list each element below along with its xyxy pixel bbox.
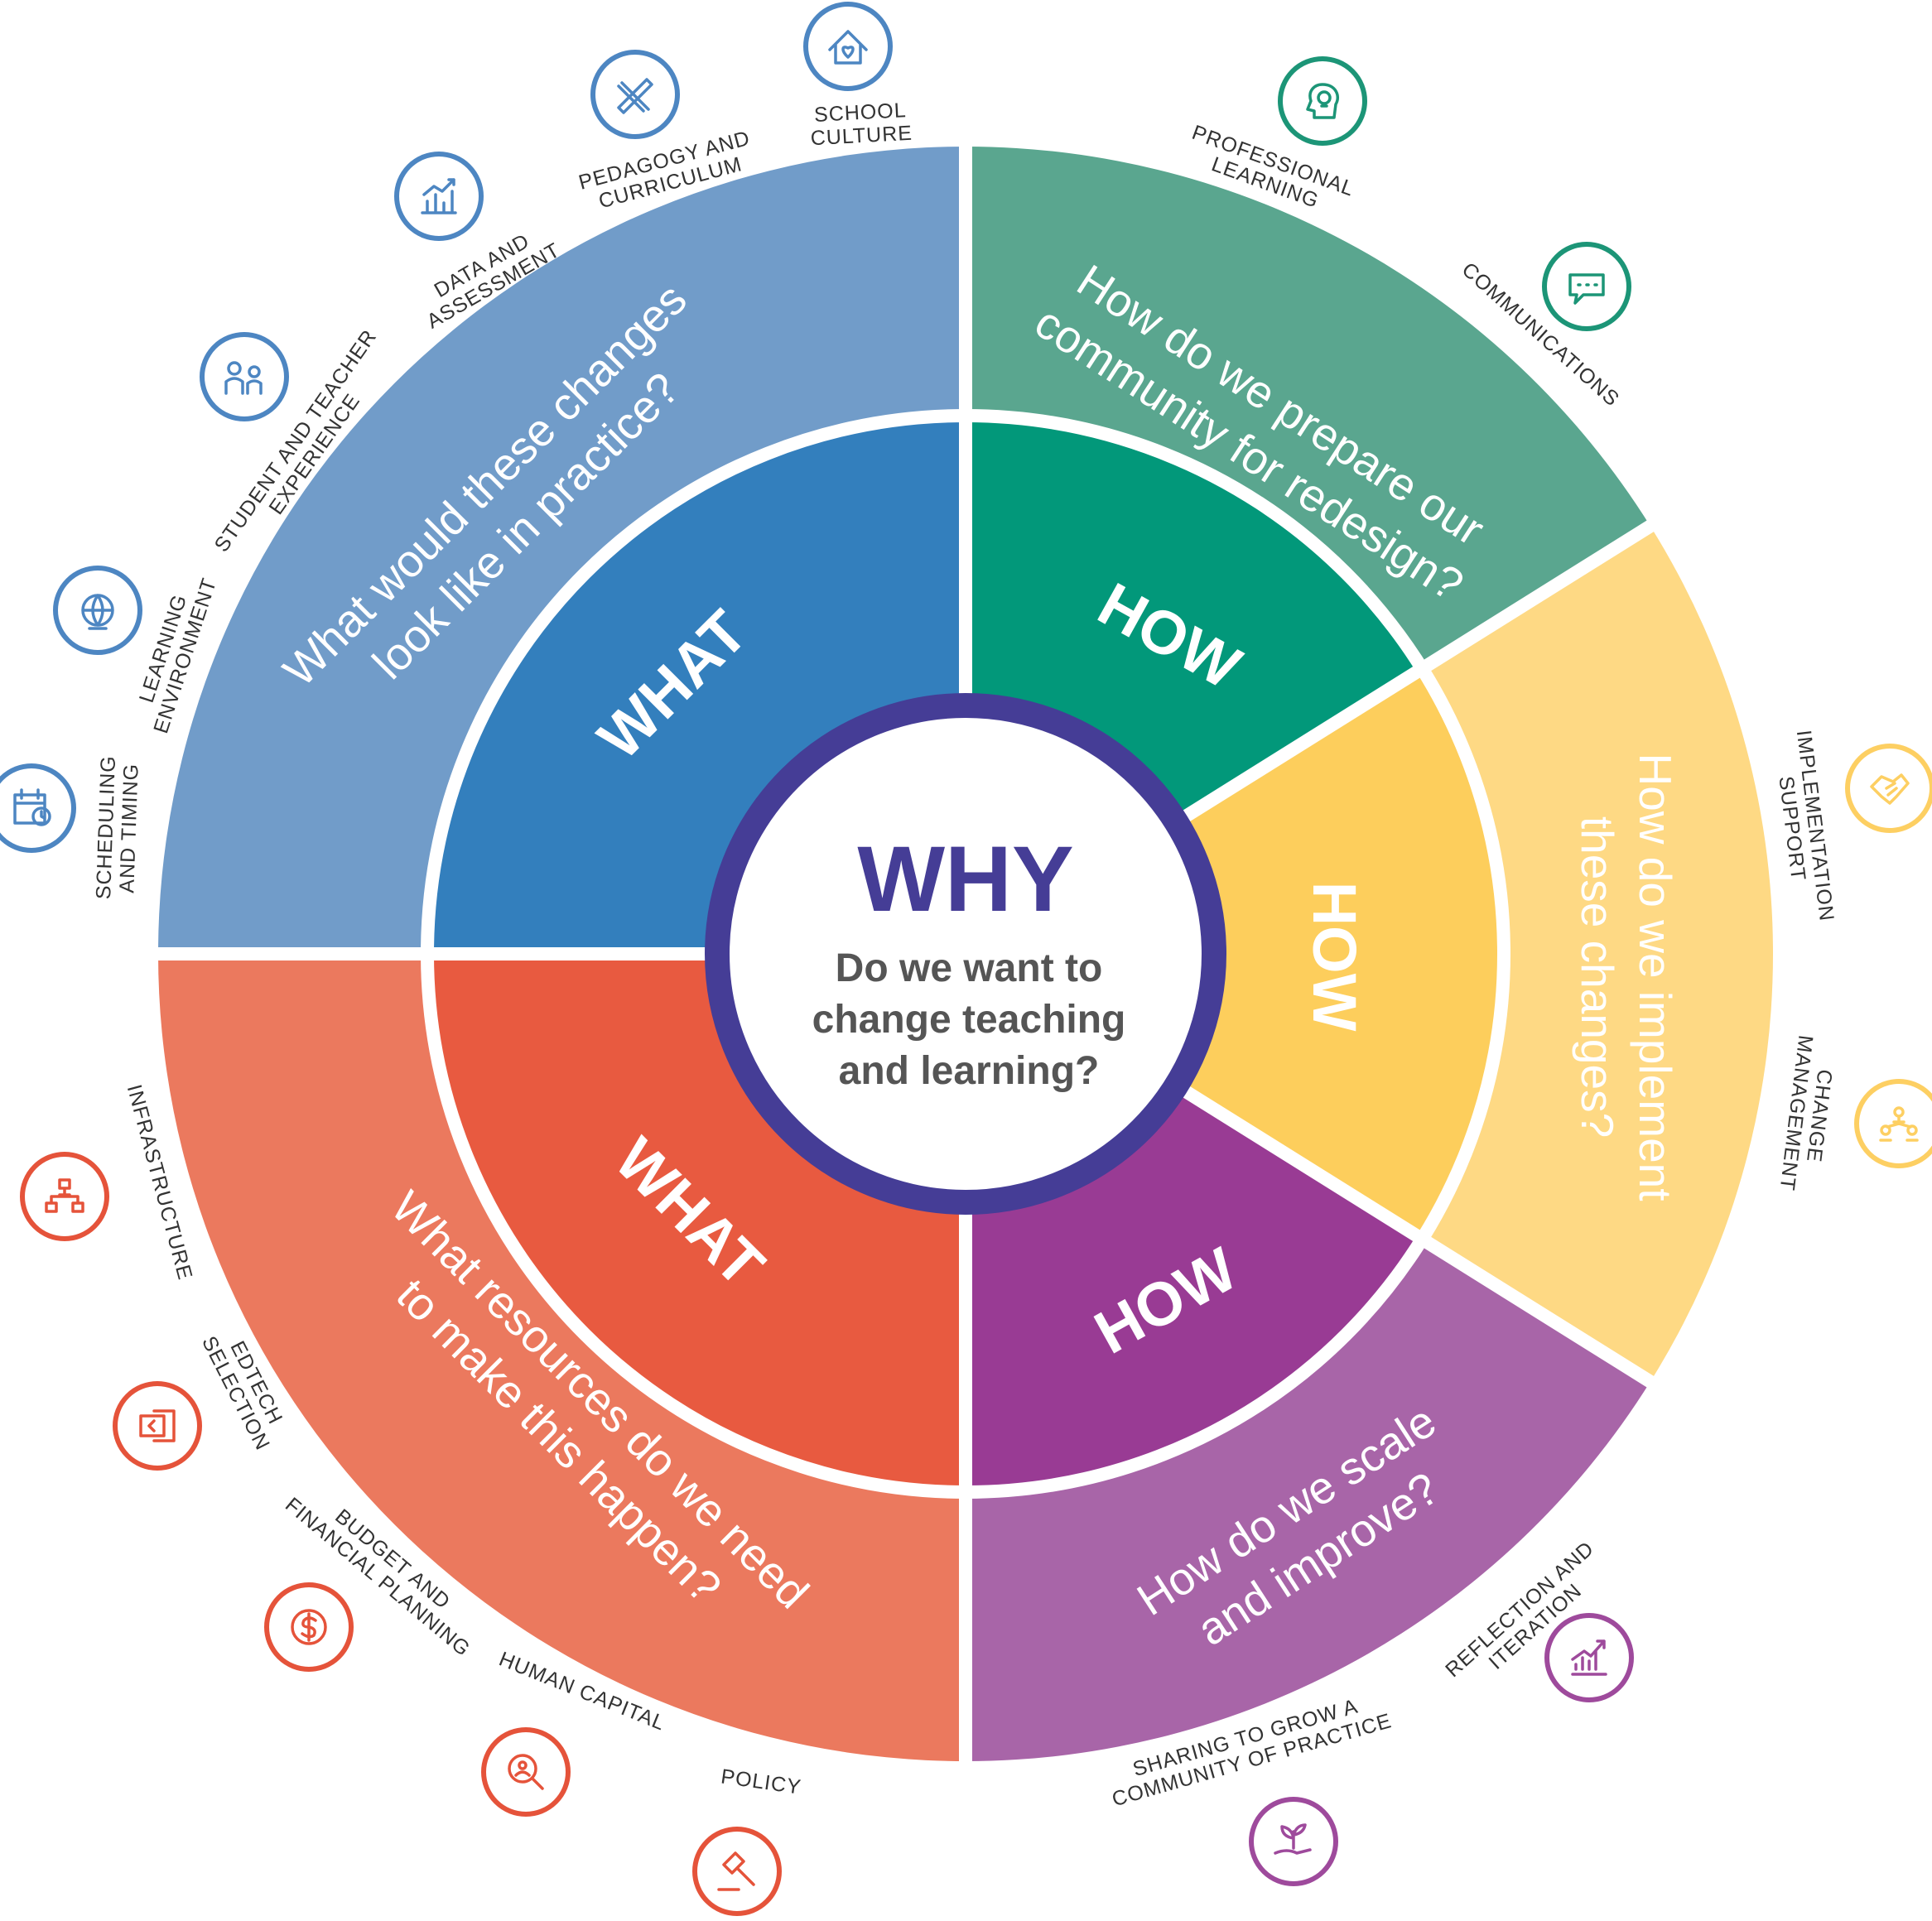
chat-bubble-icon	[1568, 273, 1605, 305]
outer-question-how-implement-line-1: How do we implement	[1630, 753, 1681, 1201]
sector-divider	[1173, 1080, 1657, 1389]
center-circle	[705, 693, 1226, 1215]
growth-chart-icon	[1571, 1639, 1607, 1676]
calendar-clock-icon	[13, 788, 51, 826]
implementation-support-icon-ring	[1845, 744, 1932, 833]
policy-caption-line: POLICY	[720, 1765, 803, 1798]
sharing-community-topic	[1249, 1797, 1338, 1886]
sector-divider	[1173, 518, 1657, 828]
pedagogy-curriculum-topic	[590, 50, 680, 139]
inner-label-how-implement: HOW	[1300, 882, 1369, 1032]
policy-caption: POLICY	[720, 1765, 803, 1798]
data-assessment-topic	[394, 152, 484, 241]
why-subtitle-line-1: Do we want to	[836, 946, 1103, 990]
magnifier-person-icon	[508, 1754, 544, 1790]
globe-icon	[81, 594, 114, 630]
why-subtitle-line-2: change teaching	[812, 998, 1126, 1042]
policy-topic	[692, 1827, 782, 1916]
reflection-iteration-icon-ring	[1544, 1613, 1634, 1702]
gavel-icon	[717, 1851, 755, 1891]
scheduling-timing-topic	[0, 763, 76, 853]
professional-learning-icon-ring	[1278, 56, 1367, 146]
scheduling-timing-caption-line: SCHEDULING	[92, 755, 120, 900]
school-culture-caption-line: SCHOOL	[813, 99, 907, 127]
professional-learning-topic	[1278, 56, 1367, 146]
school-culture-topic	[803, 2, 893, 91]
dollar-icon	[291, 1609, 327, 1645]
communications-icon-ring	[1542, 242, 1631, 331]
school-culture-caption-line: CULTURE	[810, 122, 913, 150]
inner-sector-how-implement	[1176, 668, 1504, 1240]
outer-sector-what-top	[158, 147, 966, 954]
school-culture-icon-ring	[803, 2, 893, 91]
scheduling-timing-caption-line: AND TIMING	[115, 763, 142, 893]
student-teacher-experience-topic	[200, 332, 289, 421]
communications-topic	[1542, 242, 1631, 331]
infrastructure-topic	[20, 1152, 109, 1241]
pencil-ruler-icon	[617, 78, 653, 114]
human-capital-topic	[481, 1727, 571, 1817]
devices-icon	[139, 1409, 176, 1442]
network-people-icon	[1879, 1106, 1919, 1142]
lightbulb-head-icon	[1306, 83, 1340, 119]
plant-hand-icon	[1274, 1823, 1312, 1855]
bar-chart-icon	[421, 178, 457, 214]
learning-environment-topic	[53, 566, 142, 655]
policy-icon-ring	[692, 1827, 782, 1916]
outer-question-how-implement-line-2: these changes?	[1572, 816, 1623, 1138]
data-assessment-icon-ring	[394, 152, 484, 241]
outer-sector-what-resources	[158, 954, 966, 1761]
budget-financial-topic	[264, 1582, 354, 1672]
change-management-topic	[1854, 1079, 1932, 1168]
edtech-selection-icon-ring	[113, 1381, 202, 1471]
why-title: WHY	[857, 827, 1073, 931]
outer-sector-how-scale	[966, 1239, 1650, 1761]
outer-sector-how-prepare	[966, 147, 1650, 669]
why-subtitle-line-3: and learning?	[839, 1049, 1100, 1093]
outer-sector-how-implement	[1422, 526, 1773, 1382]
inner-sector-what-top	[427, 416, 966, 954]
student-teacher-experience-icon-ring	[200, 332, 289, 421]
handshake-icon	[1870, 773, 1910, 805]
inner-sector-what-resources	[427, 954, 966, 1492]
org-chart-icon	[45, 1178, 84, 1213]
sector-separators	[155, 143, 1657, 1765]
edtech-selection-topic	[113, 1381, 202, 1471]
implementation-support-topic	[1845, 744, 1932, 833]
reflection-iteration-topic	[1544, 1613, 1634, 1702]
home-heart-icon	[828, 30, 868, 65]
people-icon	[224, 361, 263, 395]
